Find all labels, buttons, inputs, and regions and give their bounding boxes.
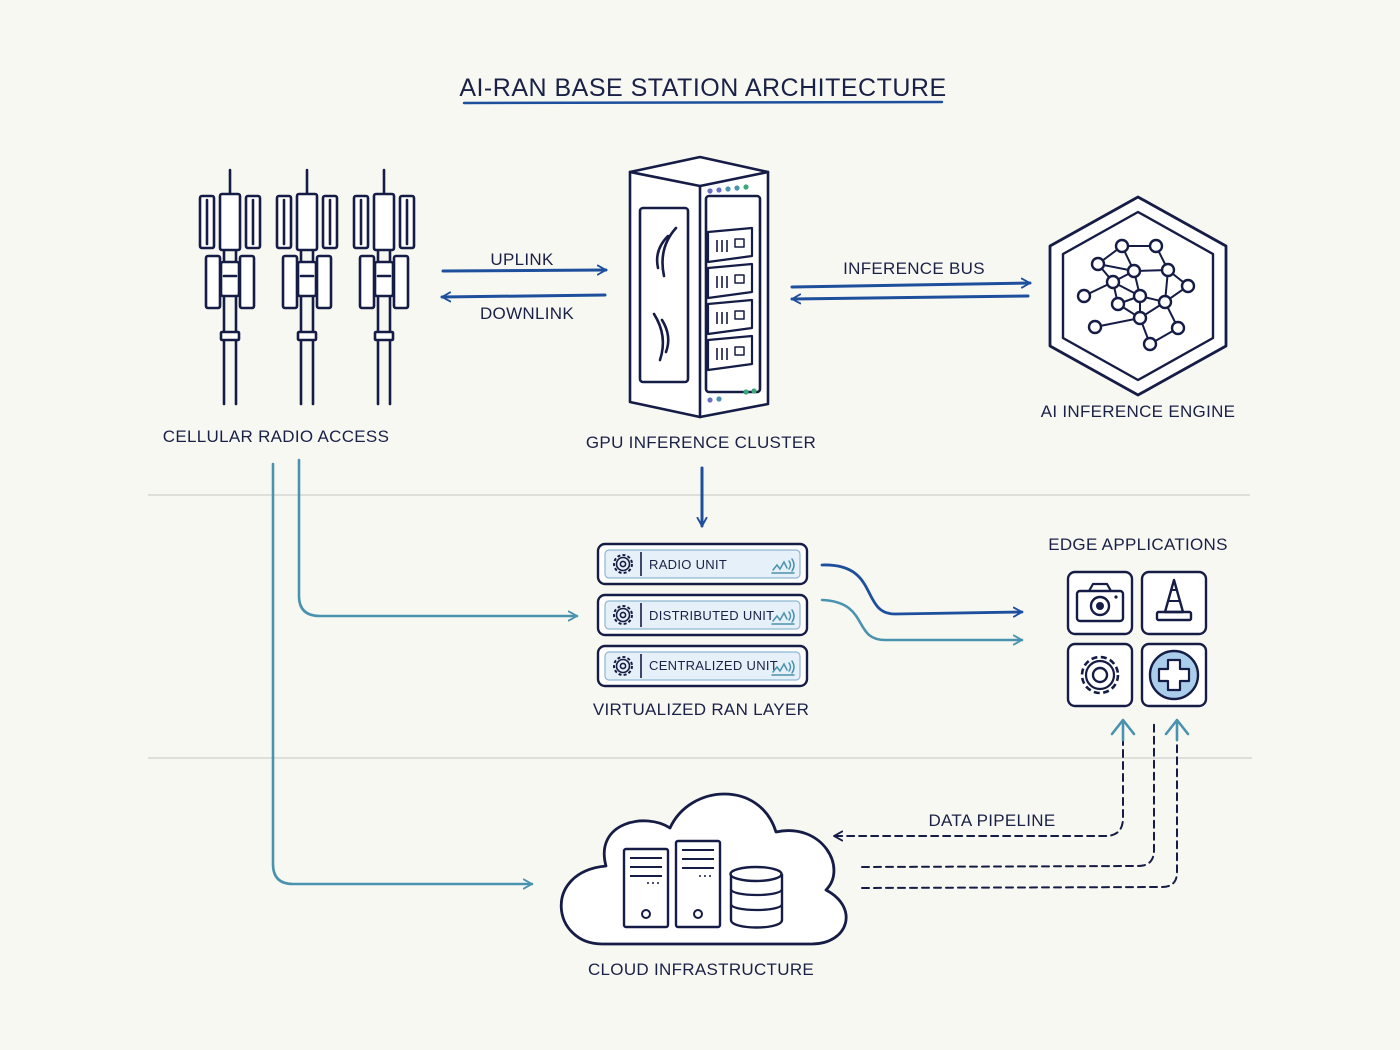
camera-icon	[1066, 570, 1134, 636]
cell-tower-icon	[198, 168, 262, 406]
traffic-cone-icon	[1140, 570, 1208, 636]
pipeline-arrowhead-left	[1110, 718, 1136, 742]
gear-icon	[613, 656, 633, 676]
neural-network-icon	[1048, 195, 1228, 397]
edge-to-cloud-pipeline-arrow	[833, 737, 1124, 842]
vran-unit-label: RADIO UNIT	[649, 557, 727, 572]
gear-icon	[613, 605, 633, 625]
radio-to-vran-arrow	[297, 458, 579, 622]
cloud-label: CLOUD INFRASTRUCTURE	[588, 960, 814, 979]
server-rack-icon	[628, 155, 770, 419]
cloud-to-edge-pipeline-arrow	[861, 723, 1155, 868]
vran-unit-centralized: CENTRALIZED UNIT	[596, 644, 809, 688]
ai-engine-label: AI INFERENCE ENGINE	[1041, 402, 1236, 421]
medical-cross-icon	[1140, 642, 1208, 708]
server-tower-icon	[674, 839, 722, 929]
database-icon	[729, 865, 784, 929]
gear-icon	[1066, 642, 1134, 708]
cell-tower-group	[198, 168, 416, 406]
signal-wave-icon	[771, 660, 795, 676]
gear-icon	[613, 554, 633, 574]
signal-wave-icon	[771, 558, 795, 574]
data-pipeline-label: DATA PIPELINE	[928, 811, 1055, 830]
server-tower-icon	[622, 847, 670, 929]
inference-bus-label: INFERENCE BUS	[843, 259, 985, 278]
vran-unit-radio: RADIO UNIT	[596, 542, 809, 586]
signal-wave-icon	[771, 609, 795, 625]
vran-unit-label: DISTRIBUTED UNIT	[649, 608, 774, 623]
vran-layer-label: VIRTUALIZED RAN LAYER	[593, 700, 809, 719]
cell-tower-icon	[352, 168, 416, 406]
gpu-cluster-label: GPU INFERENCE CLUSTER	[586, 433, 816, 452]
vran-to-edge-arrow-teal	[820, 598, 1024, 646]
vran-unit-distributed: DISTRIBUTED UNIT	[596, 593, 809, 637]
cell-tower-icon	[275, 168, 339, 406]
title-underline	[462, 100, 944, 105]
edge-apps-label: EDGE APPLICATIONS	[1048, 535, 1228, 554]
cloud-to-edge-pipeline-arrow-2	[861, 721, 1178, 889]
vran-unit-label: CENTRALIZED UNIT	[649, 658, 778, 673]
downlink-arrow	[440, 291, 607, 303]
inference-bus-arrow-back	[790, 293, 1030, 305]
radio-access-label: CELLULAR RADIO ACCESS	[163, 427, 389, 446]
radio-to-cloud-arrow	[271, 462, 534, 890]
diagram-title: AI-RAN BASE STATION ARCHITECTURE	[459, 74, 946, 102]
edge-app-grid	[1066, 570, 1208, 708]
uplink-arrow	[441, 264, 608, 276]
inference-bus-arrow-forward	[790, 277, 1032, 289]
downlink-label: DOWNLINK	[480, 304, 574, 323]
vran-unit-stack: RADIO UNIT DISTRIBUTED UNIT	[596, 542, 809, 688]
uplink-label: UPLINK	[490, 250, 554, 269]
pipeline-arrowhead-right	[1164, 718, 1190, 742]
vran-to-edge-arrow-dark	[820, 563, 1024, 618]
